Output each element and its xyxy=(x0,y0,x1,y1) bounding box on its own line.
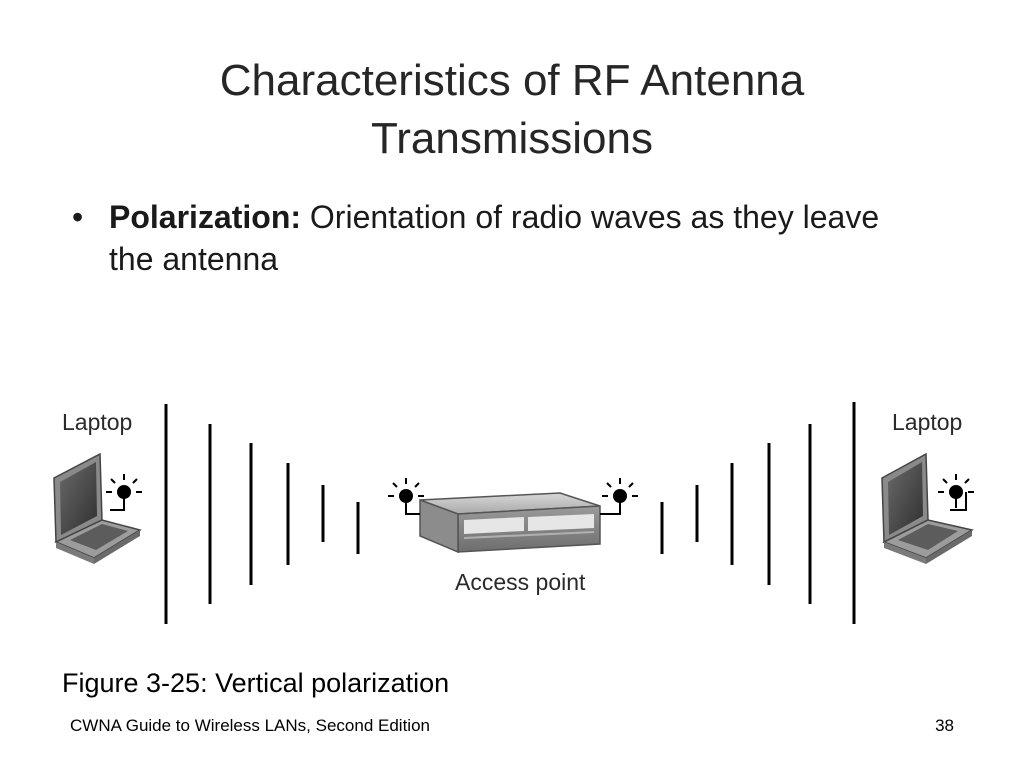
polarization-diagram: Laptop xyxy=(53,402,974,624)
bullet-marker: • xyxy=(72,199,84,235)
left-laptop-antenna-icon xyxy=(106,474,142,511)
bullet-definition: Orientation of radio waves as they leave… xyxy=(109,199,880,277)
access-point-label: Access point xyxy=(455,569,586,595)
left-laptop-label: Laptop xyxy=(62,409,132,435)
bullet-text: Polarization: Orientation of radio waves… xyxy=(109,196,929,280)
slide-title: Characteristics of RF Antenna Transmissi… xyxy=(219,56,805,163)
figure-caption: Figure 3-25: Vertical polarization xyxy=(62,668,450,698)
bullet-term: Polarization: xyxy=(109,199,302,235)
access-point-right-antenna-icon xyxy=(600,478,638,515)
left-laptop-icon xyxy=(53,452,142,564)
right-laptop-icon xyxy=(881,452,974,564)
access-point-left-antenna-icon xyxy=(388,478,424,515)
footer-text: CWNA Guide to Wireless LANs, Second Edit… xyxy=(70,716,430,735)
access-point-icon xyxy=(419,492,601,554)
left-wave-lines xyxy=(164,404,360,624)
right-wave-lines xyxy=(660,402,856,624)
right-laptop-antenna-icon xyxy=(938,474,974,511)
right-laptop-label: Laptop xyxy=(892,409,962,435)
polarization-figure: Laptop xyxy=(40,390,984,640)
page-number: 38 xyxy=(935,716,954,735)
